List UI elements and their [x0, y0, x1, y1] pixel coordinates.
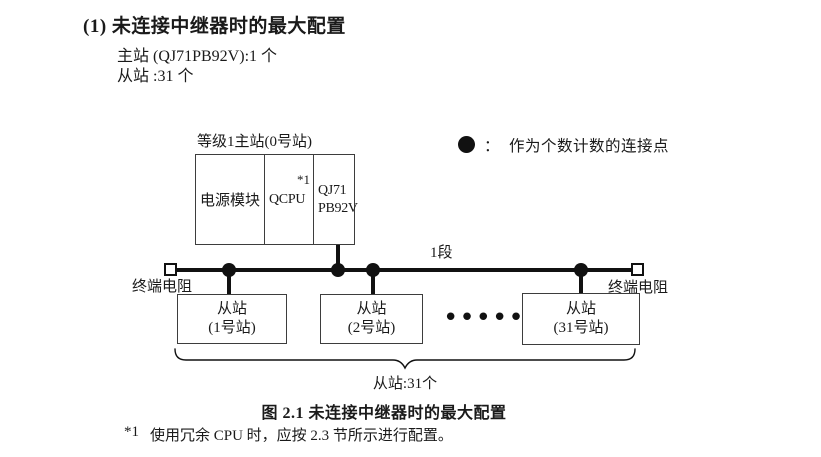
slave-1-line2: (1号站) [208, 320, 256, 336]
slave-2-line1: 从站 [356, 300, 387, 317]
slave-2-line2: (2号站) [347, 320, 396, 336]
segment-label: 1段 [430, 245, 453, 261]
right-terminator-label: 终端电阻 [608, 280, 669, 296]
legend-text: 作为个数计数的连接点 [509, 137, 670, 155]
slave-31-line2: (31号站) [553, 320, 609, 336]
slave-station-1-box: 从站 (1号站) [177, 294, 287, 344]
qcpu-label: QCPU [269, 191, 306, 207]
slave-station-2-box: 从站 (2号站) [320, 294, 423, 344]
qcpu-cell: *1 QCPU [265, 155, 314, 244]
slave-1-line1: 从站 [216, 300, 247, 317]
bus-line [170, 268, 636, 272]
master-station-label: 等级1主站(0号站) [197, 134, 312, 150]
slave-31-drop-line [579, 272, 583, 293]
slave-station-31-box: 从站 (31号站) [522, 293, 640, 345]
figure-caption: 图 2.1 未连接中继器时的最大配置 [261, 405, 507, 422]
footnote-text: 使用冗余 CPU 时，应按 2.3 节所示进行配置。 [150, 428, 453, 444]
slave-2-drop-line [371, 272, 375, 294]
connection-point-dot [574, 263, 588, 277]
master-drop-line [336, 245, 340, 270]
qj71-label: QJ71 [318, 183, 347, 198]
slave-count-line: 从站 :31 个 [117, 68, 194, 85]
left-terminator-icon [164, 263, 177, 276]
qcpu-footnote-marker: *1 [297, 172, 310, 187]
left-terminator-label: 终端电阻 [132, 279, 193, 295]
footnote-marker: *1 [124, 424, 139, 440]
slave-total-label: 从站:31个 [372, 376, 438, 392]
section-heading: (1) 未连接中继器时的最大配置 [83, 16, 346, 37]
slave-31-line1: 从站 [565, 300, 596, 317]
connection-point-dot [366, 263, 380, 277]
master-count-line: 主站 (QJ71PB92V):1 个 [117, 48, 278, 65]
footnote: *1 使用冗余 CPU 时，应按 2.3 节所示进行配置。 [124, 424, 453, 445]
power-supply-module-label: 电源模块 [199, 193, 260, 209]
slaves-underbrace [174, 348, 636, 370]
qj71pb92v-cell: QJ71 PB92V [314, 155, 358, 244]
connection-point-dot [331, 263, 345, 277]
slave-1-drop-line [227, 272, 231, 294]
pb92v-label: PB92V [318, 200, 358, 216]
legend-separator: ： [484, 137, 501, 155]
master-station-box: 电源模块 *1 QCPU QJ71 PB92V [195, 154, 358, 245]
power-supply-module-cell: 电源模块 [196, 155, 265, 244]
connection-point-dot [222, 263, 236, 277]
connection-point-icon [458, 136, 475, 153]
right-terminator-icon [631, 263, 644, 276]
legend: ： 作为个数计数的连接点 [458, 135, 670, 155]
